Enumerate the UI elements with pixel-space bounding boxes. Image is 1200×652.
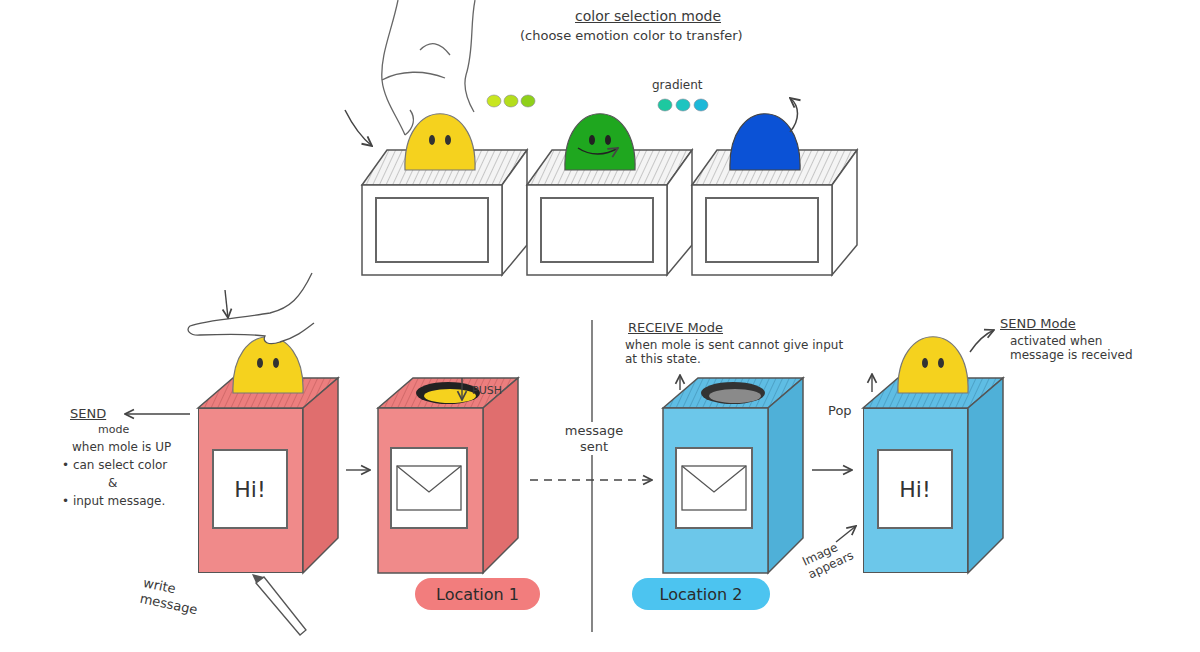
yellow-mole <box>898 337 968 393</box>
annotation-note: mode <box>98 423 129 436</box>
box-top-side <box>198 378 338 573</box>
box-top-side <box>663 378 803 573</box>
annotation-note: Image appears <box>800 531 867 582</box>
hand-sketch <box>188 273 314 344</box>
sketch-path <box>730 114 800 170</box>
sketch-ellipse <box>445 135 451 145</box>
push-arrow <box>461 378 462 400</box>
divider-line <box>591 320 592 632</box>
sketch-rect <box>682 466 746 510</box>
gradient-dots <box>487 95 708 111</box>
annotation-note: PUSH <box>472 384 502 397</box>
mole-box: Hi! <box>198 408 303 573</box>
sketch-rect <box>397 466 461 510</box>
annotation-note: • can select color <box>62 458 167 472</box>
sketch-path <box>465 0 475 112</box>
sketch-ellipse <box>424 389 476 403</box>
sketch-ellipse <box>658 99 672 111</box>
yellow-mole <box>405 114 475 170</box>
callout-arrow <box>125 413 190 414</box>
message-screen: Hi! <box>212 449 288 529</box>
sketch-ellipse <box>922 358 928 368</box>
hand-sketch <box>382 0 475 135</box>
mole-box: Hi! <box>863 408 968 573</box>
sketch-polygon <box>256 577 306 635</box>
annotation-note: gradient <box>652 78 703 92</box>
mole-hole <box>701 382 765 404</box>
screen-message: Hi! <box>234 477 265 502</box>
sketch-polyline <box>397 466 461 492</box>
sketch-ellipse <box>273 358 279 368</box>
sketch-polyline <box>682 466 746 492</box>
callout-arrow <box>679 375 680 390</box>
annotation-note: Pop <box>828 403 852 419</box>
sketch-path <box>405 114 475 170</box>
envelope-icon <box>397 466 461 510</box>
flow-arrow <box>346 469 370 470</box>
callout-arrow <box>836 526 856 542</box>
sketch-ellipse <box>709 389 761 403</box>
annotation-note: activated when message is received <box>1010 334 1160 363</box>
press-arrow <box>225 290 228 318</box>
location-name: Location 2 <box>660 585 743 604</box>
flow-arrow <box>812 469 852 470</box>
location-tag: Location 2 <box>632 578 770 610</box>
sketch-ellipse <box>938 358 944 368</box>
annotation-note: • input message. <box>62 494 165 508</box>
sketch-ellipse <box>676 99 690 111</box>
sketch-path <box>382 0 405 135</box>
yellow-mole <box>233 337 303 393</box>
sketch-ellipse <box>416 382 480 404</box>
rotate-arrow <box>578 148 618 154</box>
sketch-ellipse <box>429 135 435 145</box>
sketch-ellipse <box>521 95 535 107</box>
message-screen: Hi! <box>877 449 953 529</box>
blue-mole <box>730 114 800 170</box>
sketch-path <box>565 114 635 170</box>
envelope-icon <box>682 466 746 510</box>
annotation-note: & <box>108 476 117 490</box>
sketch-ellipse <box>257 358 263 368</box>
rotate-arrow <box>790 98 798 132</box>
annotation-note: when mole is UP <box>72 440 171 454</box>
sketch-path <box>898 337 968 393</box>
location-tag: Location 1 <box>415 578 540 610</box>
pen-sketch <box>252 574 306 635</box>
flow-arrow <box>530 479 652 480</box>
green-mole <box>565 114 635 170</box>
sketch-ellipse <box>694 99 708 111</box>
box-front <box>378 408 483 573</box>
box-front <box>663 408 768 573</box>
sketch-path <box>405 110 413 135</box>
sketch-ellipse <box>701 382 765 404</box>
pop-arrow <box>871 374 872 392</box>
sketch-ellipse <box>504 95 518 107</box>
annotation-note: when mole is sent cannot give input at t… <box>625 338 850 367</box>
box-top-side <box>378 378 518 573</box>
annotation-note: SEND <box>70 406 106 422</box>
annotation-note: (choose emotion color to transfer) <box>520 28 743 44</box>
rotate-arrow <box>345 110 372 146</box>
screen-message: Hi! <box>899 477 930 502</box>
annotation-note: SEND Mode <box>1000 316 1076 332</box>
sketch-path <box>188 273 314 344</box>
sketch-polygon <box>252 574 264 583</box>
annotation-note: color selection mode <box>575 8 721 25</box>
location-name: Location 1 <box>436 585 519 604</box>
sketch-path <box>382 72 445 80</box>
annotation-note: message sent <box>553 422 635 455</box>
box-top-side <box>863 378 1003 573</box>
sketch-ellipse <box>487 95 501 107</box>
annotation-note: RECEIVE Mode <box>628 320 723 336</box>
sketch-path <box>420 44 450 55</box>
annotation-note: write message <box>139 575 216 620</box>
mole-hole <box>416 382 480 404</box>
callout-arrow <box>970 330 994 352</box>
sketch-ellipse <box>605 135 611 145</box>
screen <box>391 448 467 528</box>
sketch-ellipse <box>589 135 595 145</box>
screen <box>676 448 752 528</box>
sketch-path <box>233 337 303 393</box>
